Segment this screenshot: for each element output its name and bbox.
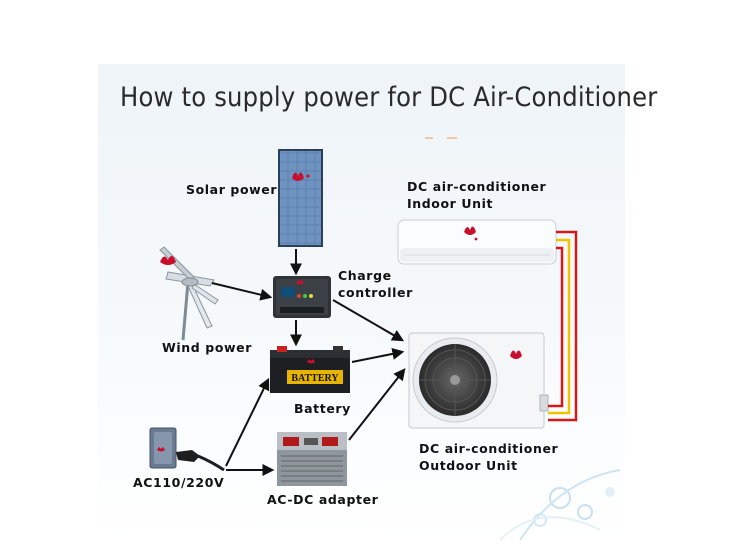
outdoor-unit-label-line1: DC air-conditioner — [419, 441, 558, 457]
indoor-unit-label-line2: Indoor Unit — [407, 196, 493, 212]
battery-label: BATTERY — [291, 373, 339, 384]
floral-decoration — [500, 470, 620, 540]
indoor-unit-label-line1: DC air-conditioner — [407, 179, 546, 195]
wind-turbine — [160, 247, 218, 340]
charge-controller — [273, 276, 331, 318]
solar-power-label: Solar power — [186, 182, 277, 198]
arrow-ac-to-battery — [226, 380, 268, 466]
ac-source-label: AC110/220V — [133, 475, 224, 491]
ac-dc-adapter — [277, 432, 347, 486]
arrow-wind-to-controller — [212, 283, 270, 297]
solar-panel — [278, 149, 323, 247]
battery-text-label: Battery — [294, 401, 351, 417]
power-plug — [176, 450, 224, 470]
page-title: How to supply power for DC Air-Condition… — [120, 82, 620, 113]
charge-controller-label-line1: Charge — [338, 268, 392, 284]
title-ornament — [425, 137, 457, 139]
arrow-controller-to-outdoor — [333, 300, 402, 340]
outdoor-unit-label-line2: Outdoor Unit — [419, 458, 518, 474]
adapter-label: AC-DC adapter — [267, 492, 378, 508]
wind-power-label: Wind power — [162, 340, 252, 356]
arrow-adapter-to-outdoor — [349, 370, 404, 440]
outdoor-unit — [409, 333, 548, 428]
battery-unit: BATTERY — [270, 346, 350, 393]
charge-controller-label-line2: controller — [338, 285, 413, 301]
indoor-unit — [398, 220, 556, 264]
wall-socket — [150, 428, 176, 468]
arrow-battery-to-outdoor — [352, 352, 402, 362]
